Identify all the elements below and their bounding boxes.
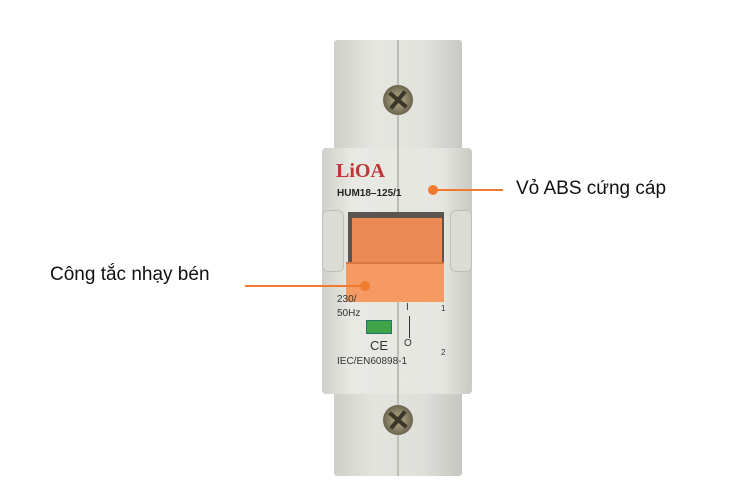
top-screw-icon: [383, 85, 413, 115]
frequency-rating: 50Hz: [337, 308, 361, 319]
brand-logo: LiOA: [336, 160, 385, 182]
voltage-rating: 230/: [337, 294, 357, 305]
switch-annotation: Công tắc nhạy bén: [50, 264, 210, 285]
terminal-bottom-label: 2: [441, 348, 446, 357]
right-clip: [450, 210, 472, 272]
standard-label: IEC/EN60898-1: [337, 356, 408, 367]
toggle-switch[interactable]: [352, 218, 442, 266]
case-annotation: Vỏ ABS cứng cáp: [516, 178, 667, 199]
on-off-arrow-icon: [409, 316, 410, 338]
case-pointer-line: [433, 189, 503, 191]
on-mark: I: [406, 302, 409, 313]
model-number: HUM18–125/1: [337, 188, 402, 199]
ce-mark: CE: [370, 338, 389, 353]
bottom-screw-icon: [383, 405, 413, 435]
switch-pointer-dot: [360, 281, 370, 291]
off-mark: O: [404, 338, 412, 349]
terminal-top-label: 1: [441, 304, 446, 313]
status-indicator: [366, 320, 392, 334]
left-clip: [322, 210, 344, 272]
switch-pointer-line: [245, 285, 363, 287]
